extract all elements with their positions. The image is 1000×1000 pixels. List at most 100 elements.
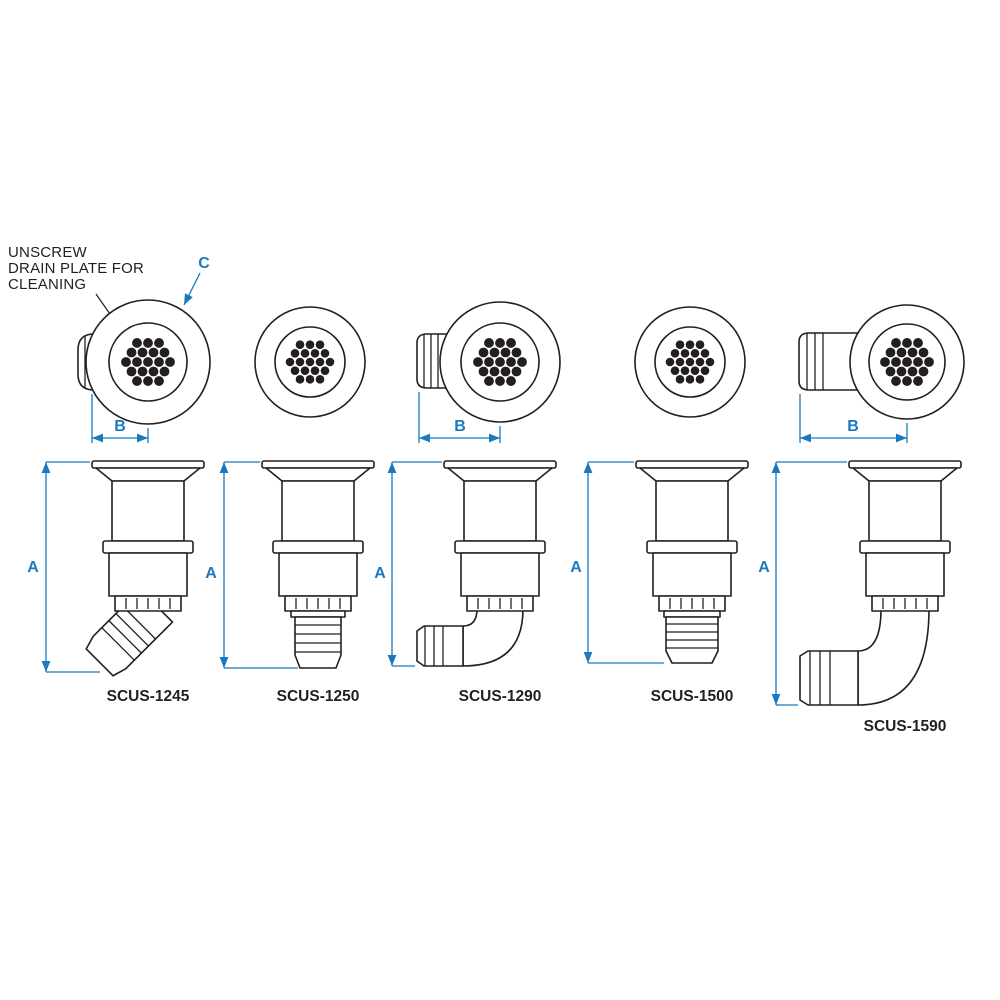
drain-hole — [165, 357, 175, 367]
drain-hole — [154, 357, 164, 367]
drain-hole — [295, 340, 305, 349]
drain-hole — [154, 376, 164, 386]
tail-step — [290, 610, 346, 618]
dimension-a-scus-1500: A — [570, 461, 664, 664]
drain-hole — [913, 376, 923, 386]
drain-hole — [473, 357, 483, 367]
dimension-a-scus-1590: A — [758, 461, 847, 706]
note-line-2: DRAIN PLATE FOR — [8, 260, 144, 277]
drain-hole — [484, 376, 494, 386]
drain-hole — [132, 376, 142, 386]
drain-hole — [690, 366, 700, 375]
body-tube — [868, 480, 942, 542]
top-view-scus-1590 — [798, 304, 965, 420]
drain-hole — [489, 366, 500, 377]
drain-hole — [489, 347, 500, 358]
lock-ring — [646, 540, 738, 554]
dimension-c-callout: C — [183, 255, 210, 306]
top-view-scus-1245 — [77, 299, 211, 425]
top-view-scus-1290 — [416, 301, 561, 423]
body-tube — [281, 480, 355, 542]
drain-hole — [675, 357, 685, 367]
drain-hole — [902, 338, 912, 348]
drain-hole — [685, 375, 695, 384]
drain-hole — [907, 366, 918, 377]
drain-hole — [705, 357, 715, 367]
part-number-scus-1245: SCUS-1245 — [107, 688, 190, 705]
drain-hole — [325, 357, 335, 367]
lock-ring — [102, 540, 194, 554]
dimension-b-scus-1245: B — [91, 394, 149, 443]
drain-hole — [132, 338, 142, 348]
drain-hole — [143, 376, 153, 386]
drain-hole — [159, 366, 170, 377]
dimension-a-label: A — [27, 559, 39, 576]
drain-holes — [880, 338, 934, 386]
side-view-scus-1590 — [799, 460, 962, 706]
dimension-c-leader — [183, 272, 201, 306]
drain-hole — [891, 338, 901, 348]
drain-hole — [126, 366, 137, 377]
drain-hole — [506, 376, 516, 386]
drain-hole — [154, 338, 164, 348]
dimension-b-label: B — [454, 418, 466, 435]
drain-hole — [675, 340, 685, 349]
dimension-a-scus-1250: A — [205, 461, 298, 669]
drain-hole — [918, 347, 929, 358]
drain-hole — [159, 347, 170, 358]
drain-hole — [907, 347, 918, 358]
drain-hole — [670, 366, 680, 375]
drain-holes — [665, 340, 715, 384]
drain-hole — [315, 357, 325, 367]
dimension-c-label: C — [198, 255, 210, 272]
drain-hole — [680, 349, 690, 358]
drain-hole — [495, 376, 505, 386]
drain-hole — [295, 375, 305, 384]
drain-hole — [700, 349, 710, 358]
note-line-1: UNSCREW — [8, 244, 88, 261]
drain-hole — [670, 349, 680, 358]
drain-hole — [902, 376, 912, 386]
drain-hole — [315, 375, 325, 384]
drain-hole — [885, 347, 896, 358]
drain-hole — [880, 357, 890, 367]
drain-hole — [478, 347, 489, 358]
side-view-scus-1500 — [635, 460, 749, 664]
rib-line — [122, 606, 156, 640]
drain-hole — [500, 347, 511, 358]
drain-hole — [506, 357, 516, 367]
side-view-scus-1250 — [261, 460, 375, 669]
drain-hole — [320, 349, 330, 358]
flange-skirt — [447, 467, 553, 482]
drain-hole — [896, 347, 907, 358]
hose-tail — [799, 650, 859, 706]
deck-flange — [848, 460, 962, 469]
drain-hole — [685, 340, 695, 349]
lower-body — [108, 552, 188, 597]
lock-ring — [859, 540, 951, 554]
drain-hole — [320, 366, 330, 375]
drain-hole — [305, 375, 315, 384]
note-line-3: CLEANING — [8, 276, 86, 293]
rib-line — [101, 627, 135, 661]
side-view-scus-1290 — [416, 460, 557, 667]
tail-step — [663, 610, 721, 618]
drain-hole — [495, 338, 505, 348]
drain-hole — [700, 366, 710, 375]
drain-hole — [517, 357, 527, 367]
drain-hole — [885, 366, 896, 377]
drain-hole — [665, 357, 675, 367]
drain-hole — [295, 357, 305, 367]
cleaning-note: UNSCREW DRAIN PLATE FOR CLEANING — [8, 244, 144, 338]
drain-hole — [305, 340, 315, 349]
deck-flange — [635, 460, 749, 469]
deck-flange — [91, 460, 205, 469]
drain-hole — [918, 366, 929, 377]
dimension-a-label: A — [570, 559, 582, 576]
drain-hole — [695, 375, 705, 384]
drain-hole — [300, 349, 310, 358]
drain-hole — [478, 366, 489, 377]
dimension-a-label: A — [758, 559, 770, 576]
part-number-scus-1590: SCUS-1590 — [864, 718, 947, 735]
drain-hole — [315, 340, 325, 349]
